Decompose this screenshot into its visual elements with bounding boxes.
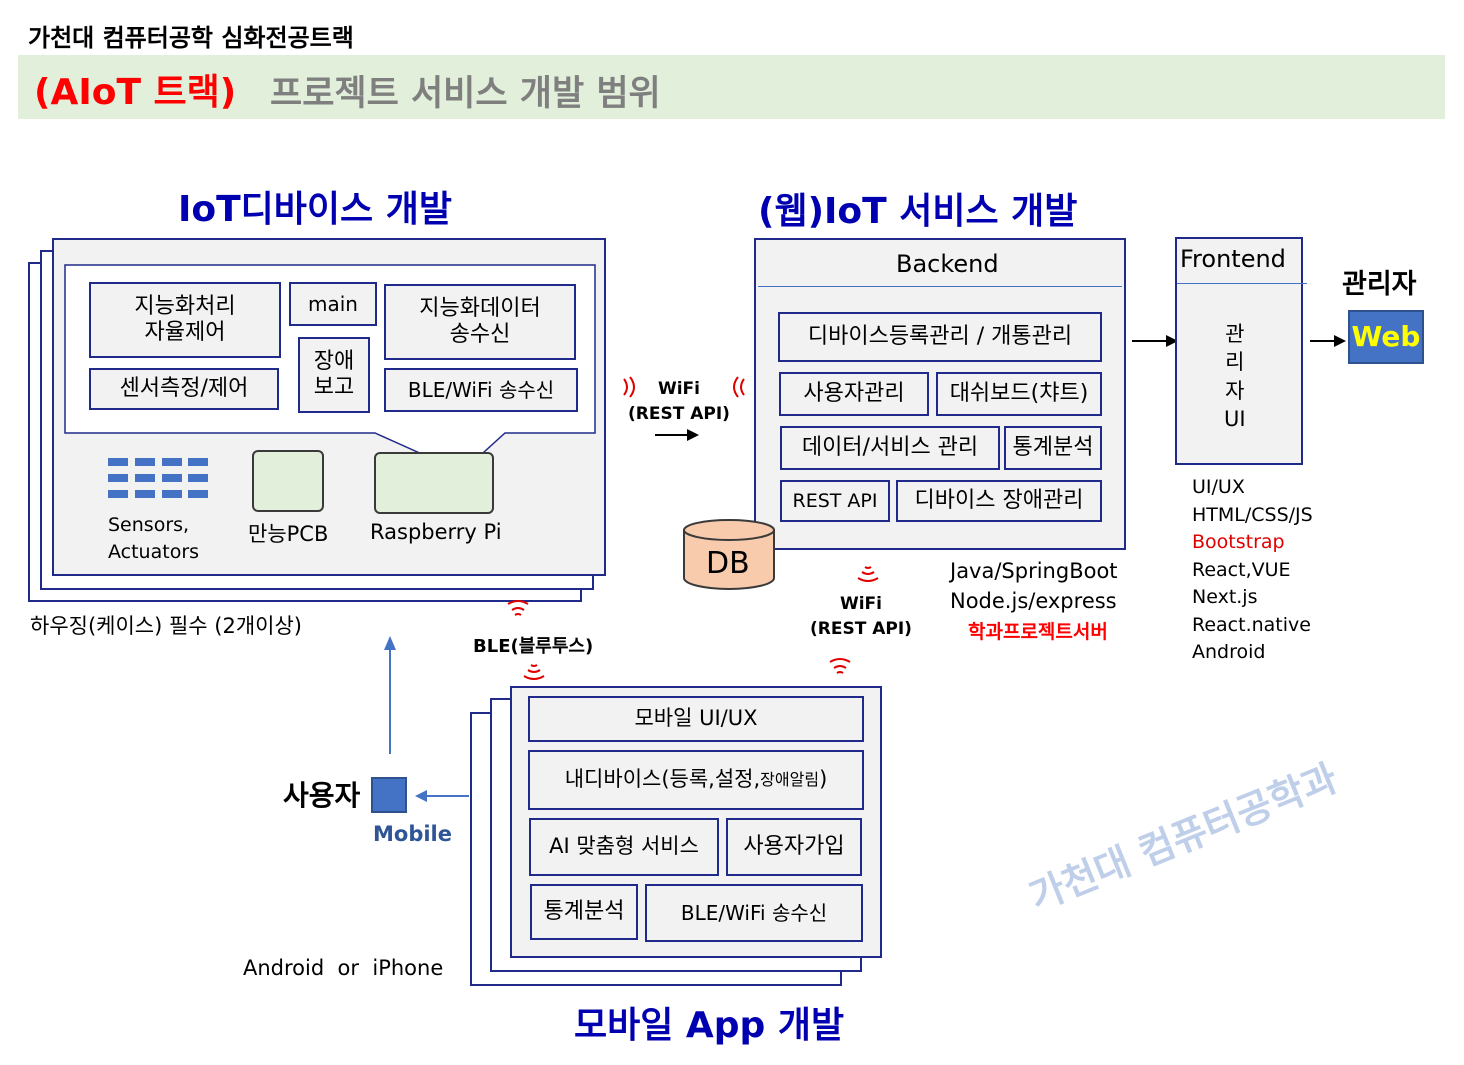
my-device-main: 내디바이스(등록,설정, bbox=[564, 767, 761, 792]
my-device-small: 장애알림 bbox=[760, 770, 820, 790]
dashboard: 대쉬보드(챠트) bbox=[936, 372, 1102, 416]
header-banner bbox=[18, 55, 1445, 119]
wifi-signal-icon bbox=[623, 376, 635, 398]
tech-item: HTML/CSS/JS bbox=[1192, 503, 1313, 526]
arrow-up-icon bbox=[384, 636, 396, 754]
platform-label: Android or iPhone bbox=[243, 956, 444, 980]
rest-api: REST API bbox=[780, 480, 890, 522]
mobile-uiux: 모바일 UI/UX bbox=[528, 696, 864, 742]
web-badge: Web bbox=[1348, 310, 1424, 364]
ble-label: BLE(블루투스) bbox=[473, 636, 594, 657]
watermark: 가천대 컴퓨터공학과 bbox=[1023, 755, 1344, 920]
backend-tech: Java/SpringBoot Node.js/express bbox=[950, 559, 1118, 614]
tech-item: Next.js bbox=[1192, 586, 1258, 608]
mobile-app-title: 모바일 App 개발 bbox=[574, 1005, 845, 1046]
dept-server: 학과프로젝트서버 bbox=[968, 621, 1108, 643]
ai-custom-service: AI 맞춤형 서비스 bbox=[529, 818, 719, 876]
backend-label: Backend bbox=[896, 250, 999, 278]
mobile-device-icon bbox=[371, 777, 407, 813]
iot-device-title: IoT디바이스 개발 bbox=[178, 189, 452, 230]
module-fault-report: 장애 보고 bbox=[298, 337, 370, 413]
housing-note: 하우징(케이스) 필수 (2개이상) bbox=[30, 614, 303, 638]
my-device: 내디바이스(등록,설정,장애알림) bbox=[528, 750, 864, 810]
wifi-signal-icon bbox=[829, 658, 851, 674]
user-label: 사용자 bbox=[283, 779, 361, 812]
raspberry-pi-icon bbox=[374, 452, 494, 514]
sensors-label: Sensors, Actuators bbox=[108, 514, 200, 563]
user-management: 사용자관리 bbox=[779, 372, 929, 416]
school-title: 가천대 컴퓨터공학 심화전공트랙 bbox=[28, 24, 354, 52]
tech-item: React.native bbox=[1192, 613, 1311, 636]
raspberry-pi-label: Raspberry Pi bbox=[370, 520, 502, 544]
web-service-title: (웹)IoT 서비스 개발 bbox=[758, 191, 1078, 232]
tech-item: React,VUE bbox=[1192, 558, 1291, 581]
module-intelligence: 지능화처리 자율제어 bbox=[89, 282, 281, 358]
frontend-panel bbox=[1175, 237, 1303, 465]
arrow-right-icon bbox=[1310, 335, 1346, 347]
module-main: main bbox=[289, 282, 377, 326]
mobile-label: Mobile bbox=[373, 822, 452, 846]
wifi-top-label: WiFi (REST API) bbox=[628, 379, 730, 424]
wifi-signal-icon bbox=[733, 376, 745, 398]
data-service-management: 데이터/서비스 관리 bbox=[780, 426, 1000, 470]
statistics: 통계분석 bbox=[1004, 426, 1102, 470]
tech-item: Android bbox=[1192, 641, 1266, 663]
my-device-end: ) bbox=[819, 767, 828, 792]
arrow-left-icon bbox=[415, 790, 469, 802]
arrow-right-icon bbox=[1132, 335, 1178, 347]
frontend-tech-list: UI/UX HTML/CSS/JS Bootstrap React,VUE Ne… bbox=[1192, 474, 1313, 667]
pcb-icon bbox=[252, 450, 324, 512]
ble-signal-icon bbox=[507, 600, 529, 616]
track-title: (AIoT 트랙) bbox=[34, 72, 237, 113]
module-ble-wifi: BLE/WiFi 송수신 bbox=[384, 368, 578, 412]
module-sensor: 센서측정/제어 bbox=[89, 368, 279, 410]
mobile-ble-wifi: BLE/WiFi 송수신 bbox=[645, 884, 863, 942]
db-label: DB bbox=[706, 546, 750, 581]
admin-ui-label: 관 리 자 UI bbox=[1224, 322, 1246, 432]
header-subtitle: 프로젝트 서비스 개발 범위 bbox=[270, 74, 661, 114]
tech-item: UI/UX bbox=[1192, 476, 1245, 498]
device-registration: 디바이스등록관리 / 개통관리 bbox=[778, 312, 1102, 362]
wifi-bottom-label: WiFi (REST API) bbox=[810, 594, 912, 639]
frontend-label: Frontend bbox=[1180, 245, 1286, 273]
wifi-signal-icon bbox=[857, 566, 879, 582]
ble-signal-icon bbox=[523, 664, 545, 680]
sensor-grid-icon bbox=[108, 458, 208, 498]
arrow-right-icon bbox=[655, 429, 699, 441]
tech-item: Bootstrap bbox=[1192, 531, 1285, 553]
user-signup: 사용자가입 bbox=[726, 818, 862, 876]
frontend-divider bbox=[1177, 283, 1307, 284]
admin-label: 관리자 bbox=[1342, 269, 1417, 300]
backend-divider bbox=[758, 286, 1122, 287]
device-fault-management: 디바이스 장애관리 bbox=[896, 480, 1102, 522]
mobile-statistics: 통계분석 bbox=[530, 884, 638, 940]
pcb-label: 만능PCB bbox=[248, 522, 329, 546]
module-data-txrx: 지능화데이터 송수신 bbox=[384, 284, 576, 360]
database-icon bbox=[683, 519, 775, 590]
